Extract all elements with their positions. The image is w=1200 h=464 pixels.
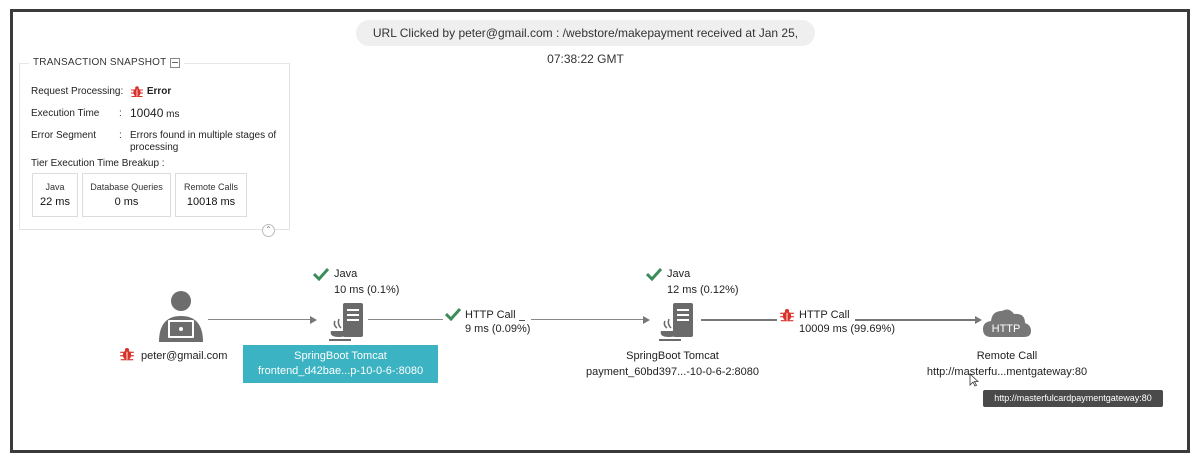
transaction-snapshot: Request Processing: Error Execution Time…	[19, 63, 290, 230]
connector-dash	[519, 320, 525, 321]
snapshot-title-label: TRANSACTION SNAPSHOT	[33, 57, 167, 68]
node1-name: SpringBoot Tomcat	[294, 350, 387, 362]
breakup-java[interactable]: Java 22 ms	[32, 173, 78, 217]
connector-line	[701, 319, 777, 321]
url-clicked-banner: URL Clicked by peter@gmail.com : /websto…	[356, 20, 815, 66]
check-icon	[445, 307, 461, 321]
java-server-icon[interactable]	[655, 301, 699, 345]
snapshot-title[interactable]: TRANSACTION SNAPSHOT	[29, 57, 185, 68]
request-processing-row: Request Processing: Error	[31, 85, 171, 98]
collapse-icon[interactable]	[170, 57, 181, 68]
user-label: peter@gmail.com	[141, 350, 228, 362]
connector-line	[531, 319, 643, 320]
call2-time: 10009 ms (99.69%)	[799, 323, 895, 335]
node1-host: frontend_d42bae...p-10-0-6-:8080	[257, 365, 424, 377]
user-icon[interactable]	[153, 290, 209, 344]
remote-icon-text: HTTP	[992, 323, 1021, 335]
chevron-up-icon[interactable]: ⌃	[262, 224, 275, 237]
transaction-flow-panel: URL Clicked by peter@gmail.com : /websto…	[10, 9, 1190, 453]
node2-name: SpringBoot Tomcat	[626, 350, 719, 362]
connector-line	[208, 319, 310, 320]
node2-host: payment_60bd397...-10-0-6-2:8080	[585, 366, 760, 378]
arrow-right-icon	[975, 316, 982, 324]
cloud-icon[interactable]: HTTP	[981, 305, 1033, 341]
remote-host-tooltip: http://masterfulcardpaymentgateway:80	[983, 390, 1163, 407]
bug-icon	[780, 308, 794, 322]
call1-label: HTTP Call	[465, 309, 516, 321]
node1-tech: Java	[334, 268, 358, 280]
request-processing-value: Error	[146, 86, 172, 98]
connector-line	[368, 319, 443, 320]
arrow-right-icon	[643, 316, 650, 324]
node1-time: 10 ms (0.1%)	[334, 284, 400, 296]
request-processing-label: Request Processing:	[31, 86, 124, 98]
call2-label: HTTP Call	[799, 309, 850, 321]
colon: :	[119, 108, 122, 119]
breakup-database-queries[interactable]: Database Queries 0 ms	[82, 173, 171, 217]
node2-tech: Java	[667, 268, 691, 280]
node2-time: 12 ms (0.12%)	[667, 284, 739, 296]
execution-time-number: 10040	[130, 106, 164, 120]
breakup-java-value: 22 ms	[40, 196, 70, 208]
node1-card-selected[interactable]: SpringBoot Tomcat frontend_d42bae...p-10…	[243, 345, 438, 383]
connector-line	[855, 319, 975, 321]
remote-name: Remote Call	[976, 350, 1038, 362]
check-icon	[313, 267, 329, 281]
bug-icon	[120, 347, 134, 361]
breakup-database-value: 0 ms	[114, 196, 139, 208]
execution-time-label: Execution Time	[31, 108, 100, 119]
remote-host[interactable]: http://masterfu...mentgateway:80	[926, 366, 1088, 378]
colon: :	[119, 130, 122, 141]
execution-time-value: 10040 ms	[130, 106, 180, 120]
tier-breakup: Java 22 ms Database Queries 0 ms Remote …	[32, 173, 247, 217]
breakup-java-label: Java	[45, 182, 65, 192]
breakup-label: Tier Execution Time Breakup :	[31, 158, 165, 169]
breakup-remote-label: Remote Calls	[183, 182, 239, 192]
bug-icon	[131, 86, 144, 97]
breakup-remote-value: 10018 ms	[186, 196, 236, 208]
java-server-icon[interactable]	[325, 301, 369, 345]
arrow-right-icon	[310, 316, 317, 324]
mouse-cursor-icon	[969, 373, 979, 387]
error-segment-value: Errors found in multiple stages of proce…	[130, 130, 277, 153]
breakup-database-label: Database Queries	[90, 182, 163, 192]
check-icon	[646, 267, 662, 281]
error-segment-label: Error Segment	[31, 130, 97, 141]
call1-time: 9 ms (0.09%)	[465, 323, 531, 335]
execution-time-unit: ms	[166, 109, 180, 120]
breakup-remote-calls[interactable]: Remote Calls 10018 ms	[175, 173, 247, 217]
